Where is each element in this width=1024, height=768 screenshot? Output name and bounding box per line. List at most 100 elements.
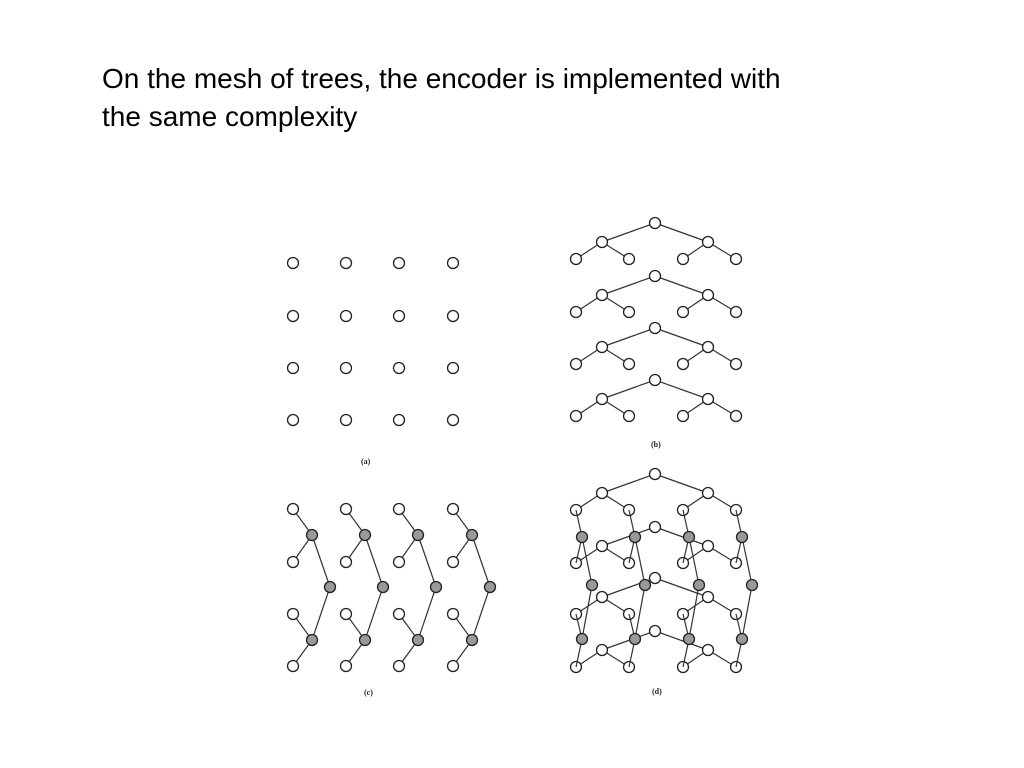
row-tree-node (595, 486, 609, 500)
column-tree-edge (471, 586, 491, 641)
row-tree-root (648, 373, 662, 387)
row-tree-edge (601, 327, 656, 348)
leaf-node (676, 305, 690, 319)
row-tree-node (595, 235, 609, 249)
column-tree-root (483, 580, 497, 594)
column-tree-edge (741, 584, 753, 640)
mesh-node (392, 256, 406, 270)
caption-c: (c) (364, 688, 373, 697)
leaf-node (446, 607, 460, 621)
leaf-node (446, 555, 460, 569)
column-tree-edge (311, 586, 331, 641)
row-tree-node (701, 235, 715, 249)
column-tree-root (745, 578, 759, 592)
column-tree-node (735, 632, 749, 646)
row-tree-node (595, 340, 609, 354)
row-tree-root (648, 269, 662, 283)
leaf-node (729, 357, 743, 371)
panel-d-mesh-of-trees (569, 467, 759, 674)
row-tree-root (648, 571, 662, 585)
row-tree-edge (654, 630, 709, 651)
leaf-node (569, 252, 583, 266)
caption-a: (a) (361, 457, 371, 466)
column-tree-node (575, 632, 589, 646)
row-tree-edge (601, 630, 656, 651)
column-tree-node (358, 633, 372, 647)
column-tree-node (358, 528, 372, 542)
row-tree-root (648, 321, 662, 335)
caption-d: (d) (652, 687, 662, 696)
leaf-node (676, 409, 690, 423)
leaf-node (446, 659, 460, 673)
leaf-node (622, 357, 636, 371)
row-tree-node (701, 288, 715, 302)
row-tree-node (701, 539, 715, 553)
leaf-node (569, 357, 583, 371)
column-tree-root (429, 580, 443, 594)
caption-b: (b) (651, 440, 661, 449)
row-tree-node (701, 643, 715, 657)
leaf-node (286, 659, 300, 673)
column-tree-edge (688, 536, 700, 586)
column-tree-node (575, 530, 589, 544)
column-tree-root (376, 580, 390, 594)
leaf-node (339, 607, 353, 621)
panel-a-mesh (286, 256, 460, 427)
mesh-node (392, 413, 406, 427)
mesh-node (446, 413, 460, 427)
mesh-node (446, 309, 460, 323)
row-tree-node (595, 288, 609, 302)
column-tree-edge (311, 534, 331, 588)
row-tree-node (701, 340, 715, 354)
leaf-node (622, 305, 636, 319)
row-tree-edge (654, 222, 709, 243)
leaf-node (392, 555, 406, 569)
panel-c-column-trees (286, 502, 497, 673)
mesh-node (339, 309, 353, 323)
row-tree-edge (654, 526, 709, 547)
column-tree-edge (581, 584, 593, 640)
row-tree-edge (601, 473, 656, 494)
mesh-node (286, 256, 300, 270)
mesh-node (392, 361, 406, 375)
column-tree-edge (634, 536, 646, 586)
row-tree-node (595, 392, 609, 406)
row-tree-node (595, 590, 609, 604)
leaf-node (622, 409, 636, 423)
column-tree-root (638, 578, 652, 592)
row-tree-root (648, 520, 662, 534)
column-tree-root (323, 580, 337, 594)
title-line-2: the same complexity (102, 101, 358, 132)
leaf-node (392, 607, 406, 621)
mesh-node (446, 361, 460, 375)
leaf-node (286, 502, 300, 516)
leaf-node (569, 409, 583, 423)
leaf-node (392, 659, 406, 673)
column-tree-node (682, 530, 696, 544)
column-tree-edge (364, 534, 384, 588)
row-tree-edge (654, 577, 709, 598)
column-tree-node (682, 632, 696, 646)
slide-title: On the mesh of trees, the encoder is imp… (102, 60, 962, 136)
row-tree-node (701, 486, 715, 500)
row-tree-node (701, 392, 715, 406)
column-tree-edge (688, 584, 700, 640)
mesh-node (286, 413, 300, 427)
leaf-node (339, 555, 353, 569)
mesh-node (286, 361, 300, 375)
column-tree-node (465, 528, 479, 542)
leaf-node (339, 502, 353, 516)
column-tree-edge (581, 536, 593, 586)
leaf-node (622, 252, 636, 266)
leaf-node (729, 305, 743, 319)
mesh-node (339, 361, 353, 375)
column-tree-node (735, 530, 749, 544)
row-tree-root (648, 467, 662, 481)
mesh-node (392, 309, 406, 323)
leaf-node (339, 659, 353, 673)
row-tree-node (701, 590, 715, 604)
column-tree-node (411, 633, 425, 647)
row-tree-edge (601, 379, 656, 400)
row-tree-edge (654, 275, 709, 296)
